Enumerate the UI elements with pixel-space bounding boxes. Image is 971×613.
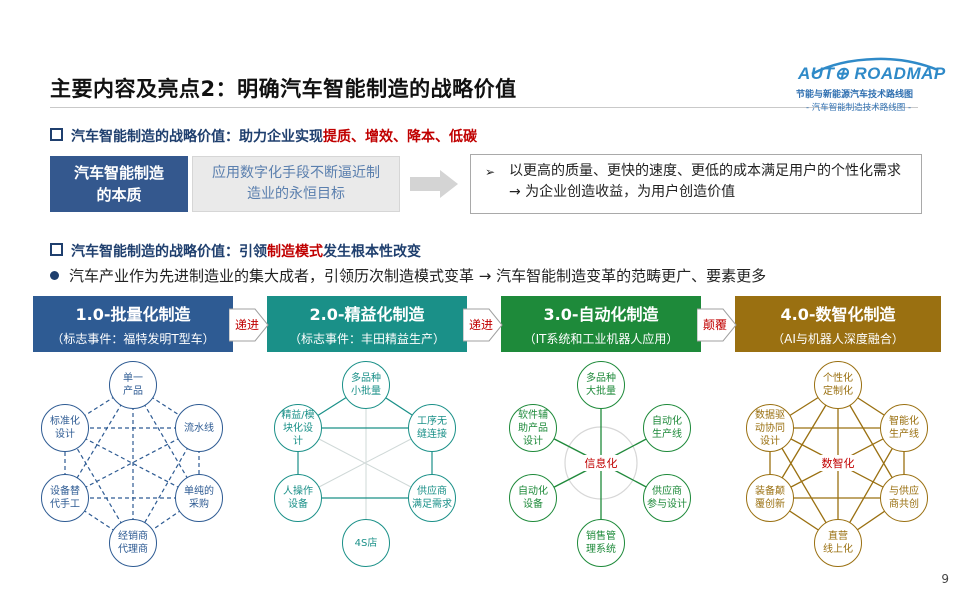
page-title: 主要内容及亮点2：明确汽车智能制造的战略价值 [50, 77, 517, 101]
square-bullet-icon [50, 243, 63, 256]
outcome-text: 以更高的质量、更快的速度、更低的成本满足用户的个性化需求 → 为企业创造收益，为… [509, 163, 901, 200]
diagram-node: 流水线 [175, 404, 223, 452]
diagram-node: 人操作 设备 [274, 474, 322, 522]
diagram-node: 供应商 满足需求 [408, 474, 456, 522]
diagram-node: 精益/模 块化设 计 [274, 404, 322, 452]
diagram-node: 设备替 代手工 [41, 474, 89, 522]
section1-heading: 汽车智能制造的战略价值：助力企业实现提质、增效、降本、低碳 [50, 126, 477, 146]
connector-arrow-icon [697, 308, 737, 342]
diagram-node: 个性化 定制化 [814, 361, 862, 409]
outcome-box: ➢ 以更高的质量、更快的速度、更低的成本满足用户的个性化需求 → 为企业创造收益… [470, 154, 922, 214]
essence-label: 汽车智能制造的本质 [74, 164, 165, 204]
logo-subtitle-2: - 汽车智能制造技术路线图 - [806, 103, 912, 113]
diagram-node: 供应商 参与设计 [643, 474, 691, 522]
diagram-node: 标准化 设计 [41, 404, 89, 452]
arrow-bullet-icon: ➢ [485, 165, 496, 179]
diagram-node: 销售管 理系统 [577, 519, 625, 567]
diagram-node: 装备颠 覆创新 [746, 474, 794, 522]
diagram-node: 单一 产品 [109, 361, 157, 409]
diagram-node: 多品种 大批量 [577, 361, 625, 409]
car-silhouette-icon [811, 57, 939, 76]
right-arrow-icon [410, 170, 458, 198]
diagram-node: 自动化 设备 [509, 474, 557, 522]
logo-text: AUT⊕ ROADMAP [798, 64, 946, 83]
diagram-center-label: 信息化 [577, 455, 625, 471]
essence-desc-box: 应用数字化手段不断逼近制造业的永恒目标 [192, 156, 400, 212]
essence-label-box: 汽车智能制造的本质 [50, 156, 188, 212]
section2-bullet: 汽车产业作为先进制造业的集大成者，引领历次制造模式变革 → 汽车智能制造变革的范… [50, 265, 766, 286]
diagram-node: 与供应 商共创 [880, 474, 928, 522]
logo-subtitle: 节能与新能源汽车技术路线图 [796, 90, 914, 100]
diagram-node: 智能化 生产线 [880, 404, 928, 452]
section2-heading: 汽车智能制造的战略价值：引领制造模式发生根本性改变 [50, 241, 421, 261]
stage-1-0: 1.0-批量化制造 （标志事件：福特发明T型车） [33, 296, 233, 352]
roadmap-logo [798, 57, 953, 114]
diagram-node: 数据驱 动协同 设计 [746, 404, 794, 452]
bullet-dot-icon [50, 271, 59, 280]
connector-arrow-icon [229, 308, 269, 342]
connector-label: 递进 [234, 318, 259, 332]
stage-3-0: 3.0-自动化制造 （IT系统和工业机器人应用） [501, 296, 701, 352]
diagram-node: 软件辅 助产品 设计 [509, 404, 557, 452]
diagram-node: 直营 线上化 [814, 519, 862, 567]
diagram-node: 单纯的 采购 [175, 474, 223, 522]
connector-label: 颠覆 [702, 318, 727, 332]
diagram-link [297, 427, 433, 499]
title-divider [50, 107, 918, 108]
square-bullet-icon [50, 128, 63, 141]
diagram-node: 多品种 小批量 [342, 361, 390, 409]
diagram-center-label: 数智化 [814, 455, 862, 471]
connector-label: 递进 [468, 318, 493, 332]
diagram-node: 自动化 生产线 [643, 404, 691, 452]
diagram-node: 经销商 代理商 [109, 519, 157, 567]
stage-2-0: 2.0-精益化制造 （标志事件：丰田精益生产） [267, 296, 467, 352]
connector-arrow-icon [463, 308, 503, 342]
page-number: 9 [941, 572, 949, 586]
stage-4-0: 4.0-数智化制造 （AI与机器人深度融合） [735, 296, 941, 352]
diagram-node: 4S店 [342, 519, 390, 567]
essence-desc: 应用数字化手段不断逼近制造业的永恒目标 [212, 165, 380, 202]
diagram-node: 工序无 缝连接 [408, 404, 456, 452]
